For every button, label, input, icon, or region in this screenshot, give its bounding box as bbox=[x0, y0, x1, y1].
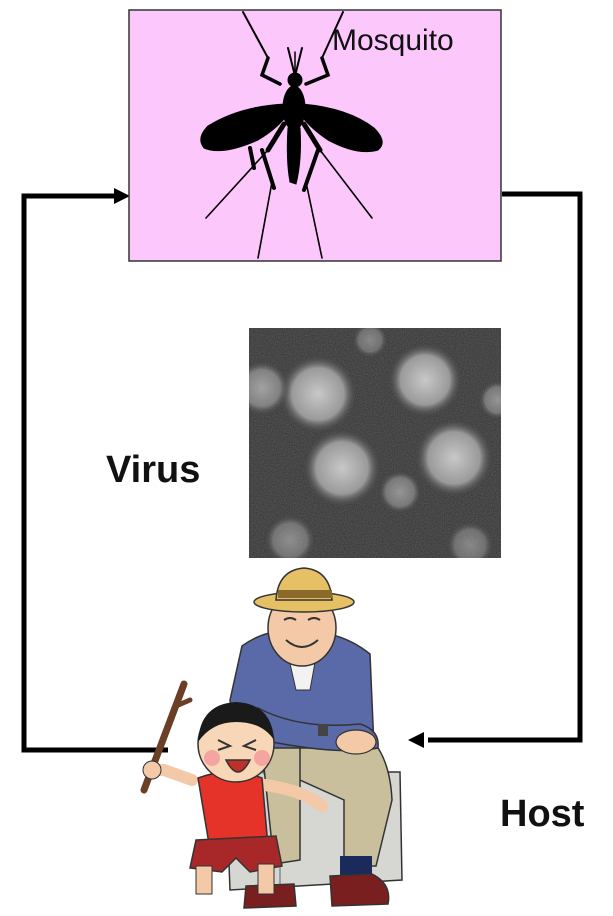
arrowhead-into-mosquito-box bbox=[114, 188, 130, 204]
host-label: Host bbox=[500, 792, 584, 836]
arrowhead-into-host bbox=[408, 732, 424, 748]
virus-label: Virus bbox=[106, 448, 200, 492]
mosquito-label: Mosquito bbox=[332, 24, 454, 58]
virus-micrograph-image bbox=[234, 322, 518, 569]
